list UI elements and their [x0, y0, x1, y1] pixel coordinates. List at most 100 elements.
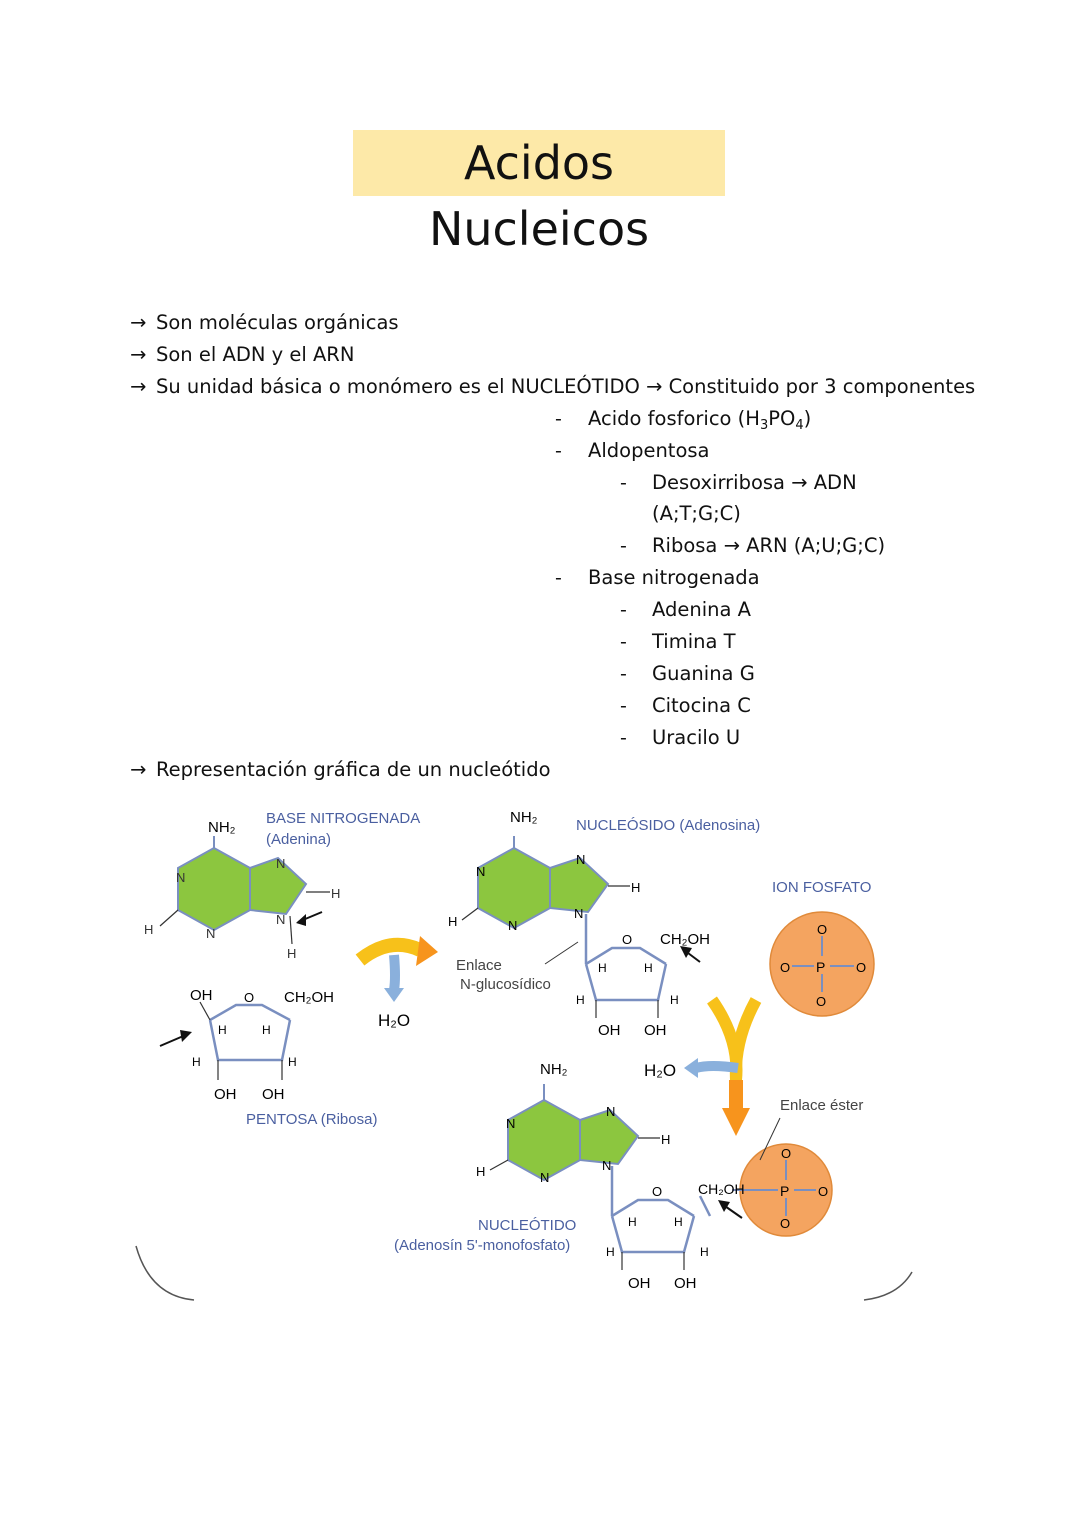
dash-icon: -	[555, 440, 562, 462]
bullet-3: →Su unidad básica o monómero es el NUCLE…	[130, 375, 976, 398]
svg-text:H: H	[674, 1215, 683, 1229]
nucleosido-label: NUCLEÓSIDO (Adenosina)	[576, 817, 760, 834]
svg-text:H: H	[628, 1215, 637, 1229]
svg-text:H: H	[661, 1132, 670, 1147]
base-title: BASE NITROGENADA	[266, 810, 420, 827]
dash-icon: -	[555, 408, 562, 430]
pentosa-label: PENTOSA (Ribosa)	[246, 1111, 377, 1128]
ribose-molecule	[199, 1001, 292, 1080]
dash-icon: -	[620, 631, 627, 653]
base-item: Adenina A	[652, 598, 751, 621]
svg-text:OH: OH	[644, 1022, 667, 1039]
nucleotide-molecule	[489, 1084, 833, 1270]
arrow-icon: →	[130, 758, 147, 781]
nucleotido-label: NUCLEÓTIDO	[478, 1217, 576, 1234]
svg-text:H: H	[218, 1023, 227, 1037]
svg-text:O: O	[622, 932, 632, 947]
dash-icon: -	[555, 567, 562, 589]
svg-text:O: O	[780, 960, 790, 975]
svg-text:OH: OH	[262, 1086, 285, 1103]
svg-text:P: P	[816, 959, 825, 975]
svg-text:H: H	[576, 993, 585, 1007]
arrow-icon: →	[130, 311, 147, 334]
base-subtitle: (Adenina)	[266, 831, 331, 848]
ion-fosfato-label: ION FOSFATO	[772, 879, 871, 896]
base-item: Citocina C	[652, 694, 751, 717]
svg-text:H: H	[288, 1055, 297, 1069]
enlace-n-label-2: N-glucosídico	[460, 976, 551, 993]
dash-icon: -	[620, 535, 627, 557]
base-item: Guanina G	[652, 662, 755, 685]
base-item: Timina T	[652, 630, 736, 653]
phosphate-ion	[769, 911, 875, 1017]
svg-text:CH₂OH: CH₂OH	[698, 1181, 745, 1197]
svg-text:CH₂OH: CH₂OH	[660, 931, 710, 948]
desoxirribosa: Desoxirribosa → ADN	[652, 471, 857, 494]
arrow-icon: →	[130, 375, 147, 398]
svg-text:P: P	[780, 1183, 789, 1199]
svg-text:H: H	[670, 993, 679, 1007]
svg-text:OH: OH	[674, 1275, 697, 1292]
svg-text:N: N	[476, 864, 485, 879]
adenine-molecule: NH₂ N N N N H H H	[144, 819, 340, 961]
dash-icon: -	[620, 599, 627, 621]
page-title: Acidos Nucleicos	[353, 130, 725, 256]
svg-text:O: O	[781, 1146, 791, 1161]
svg-text:N: N	[508, 918, 517, 933]
svg-text:H₂O: H₂O	[644, 1061, 676, 1080]
nucleoside-molecule	[461, 836, 701, 1018]
enlace-ester-label: Enlace éster	[780, 1097, 863, 1114]
svg-text:N: N	[576, 852, 585, 867]
enlace-n-label: Enlace	[456, 957, 502, 974]
dash-icon: -	[620, 727, 627, 749]
ch2oh-label: CH₂OH	[284, 989, 334, 1006]
svg-text:O: O	[244, 990, 254, 1005]
corner-curl-left	[135, 1245, 195, 1301]
svg-text:H: H	[331, 886, 340, 901]
desoxirribosa-bases: (A;T;G;C)	[652, 502, 741, 525]
svg-text:NH₂: NH₂	[540, 1061, 568, 1078]
dash-icon: -	[620, 695, 627, 717]
svg-text:H: H	[644, 961, 653, 975]
svg-text:H: H	[598, 961, 607, 975]
bullet-2: →Son el ADN y el ARN	[130, 343, 355, 366]
svg-text:NH₂: NH₂	[510, 809, 538, 826]
svg-text:O: O	[817, 922, 827, 937]
svg-text:N: N	[606, 1104, 615, 1119]
dash-icon: -	[620, 663, 627, 685]
svg-text:N: N	[206, 926, 215, 941]
svg-text:O: O	[816, 994, 826, 1009]
arrow-icon: →	[130, 343, 147, 366]
svg-text:H: H	[700, 1245, 709, 1259]
svg-text:N: N	[602, 1158, 611, 1173]
svg-text:OH: OH	[628, 1275, 651, 1292]
corner-curl-right	[863, 1271, 913, 1301]
svg-text:OH: OH	[190, 987, 213, 1004]
h2o-label: H₂O	[378, 1011, 410, 1030]
svg-text:O: O	[652, 1184, 662, 1199]
svg-text:N: N	[574, 906, 583, 921]
nh2-label: NH₂	[208, 819, 236, 836]
svg-text:N: N	[176, 870, 185, 885]
ribosa: Ribosa → ARN (A;U;G;C)	[652, 534, 886, 557]
svg-text:H: H	[144, 922, 153, 937]
representacion-heading: →Representación gráfica de un nucleótido	[130, 758, 551, 781]
nucleotido-sublabel: (Adenosín 5'-monofosfato)	[394, 1237, 570, 1254]
svg-text:N: N	[540, 1170, 549, 1185]
bullet-1: →Son moléculas orgánicas	[130, 311, 399, 334]
component-base: Base nitrogenada	[588, 566, 760, 589]
component-acido: Acido fosforico (H3PO4)	[588, 407, 812, 433]
svg-text:N: N	[276, 856, 285, 871]
svg-text:H: H	[476, 1164, 485, 1179]
svg-text:H: H	[631, 880, 640, 895]
svg-text:O: O	[780, 1216, 790, 1231]
svg-text:H: H	[192, 1055, 201, 1069]
svg-text:H: H	[287, 946, 296, 961]
svg-text:H: H	[606, 1245, 615, 1259]
svg-text:H: H	[448, 914, 457, 929]
svg-text:N: N	[276, 912, 285, 927]
svg-text:O: O	[818, 1184, 828, 1199]
base-item: Uracilo U	[652, 726, 741, 749]
component-aldopentosa: Aldopentosa	[588, 439, 710, 462]
svg-text:OH: OH	[598, 1022, 621, 1039]
